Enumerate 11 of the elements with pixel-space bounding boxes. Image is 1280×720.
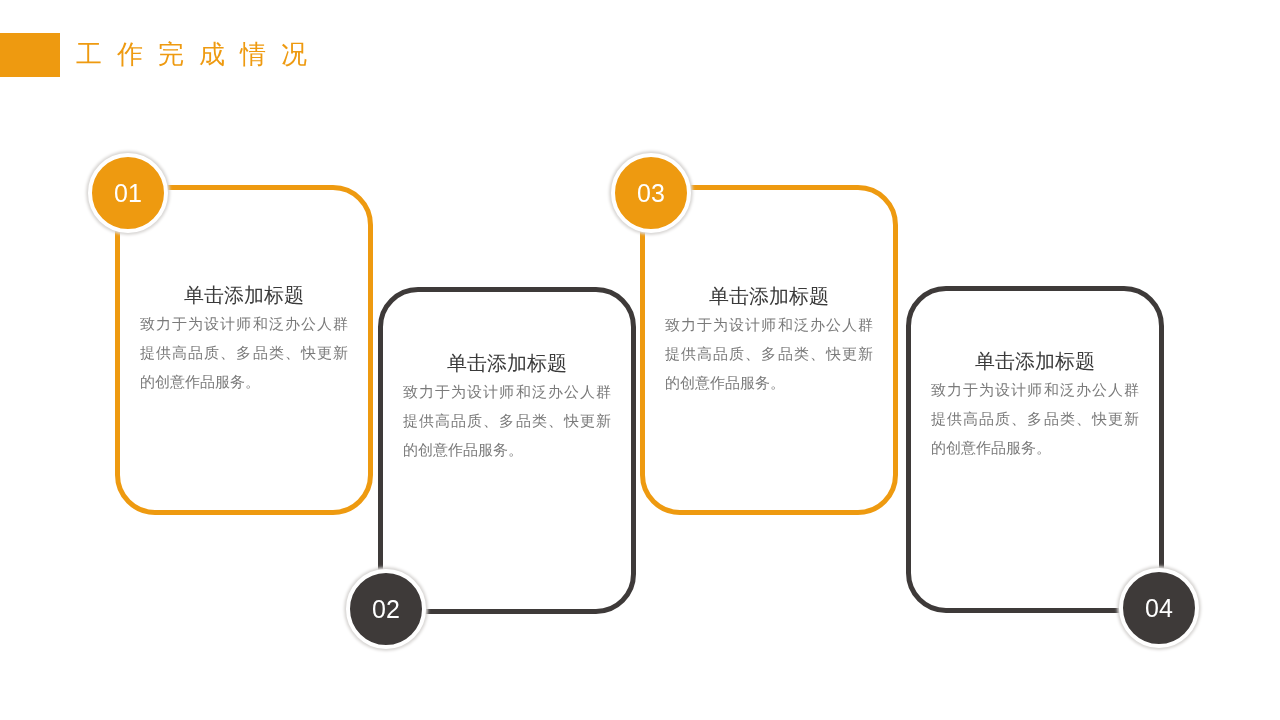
step-card — [640, 185, 898, 515]
card-heading: 单击添加标题 — [975, 349, 1095, 373]
card-description: 致力于为设计师和泛办公人群提供高品质、多品类、快更新的创意作品服务。 — [403, 383, 611, 460]
slide-title: 工作完成情况 — [76, 38, 322, 71]
card-description: 致力于为设计师和泛办公人群提供高品质、多品类、快更新的创意作品服务。 — [665, 316, 873, 393]
card-description: 致力于为设计师和泛办公人群提供高品质、多品类、快更新的创意作品服务。 — [140, 315, 348, 392]
card-heading: 单击添加标题 — [709, 284, 829, 308]
card-heading: 单击添加标题 — [447, 351, 567, 375]
card-description: 致力于为设计师和泛办公人群提供高品质、多品类、快更新的创意作品服务。 — [931, 381, 1139, 458]
step-card — [115, 185, 373, 515]
card-heading: 单击添加标题 — [184, 283, 304, 307]
